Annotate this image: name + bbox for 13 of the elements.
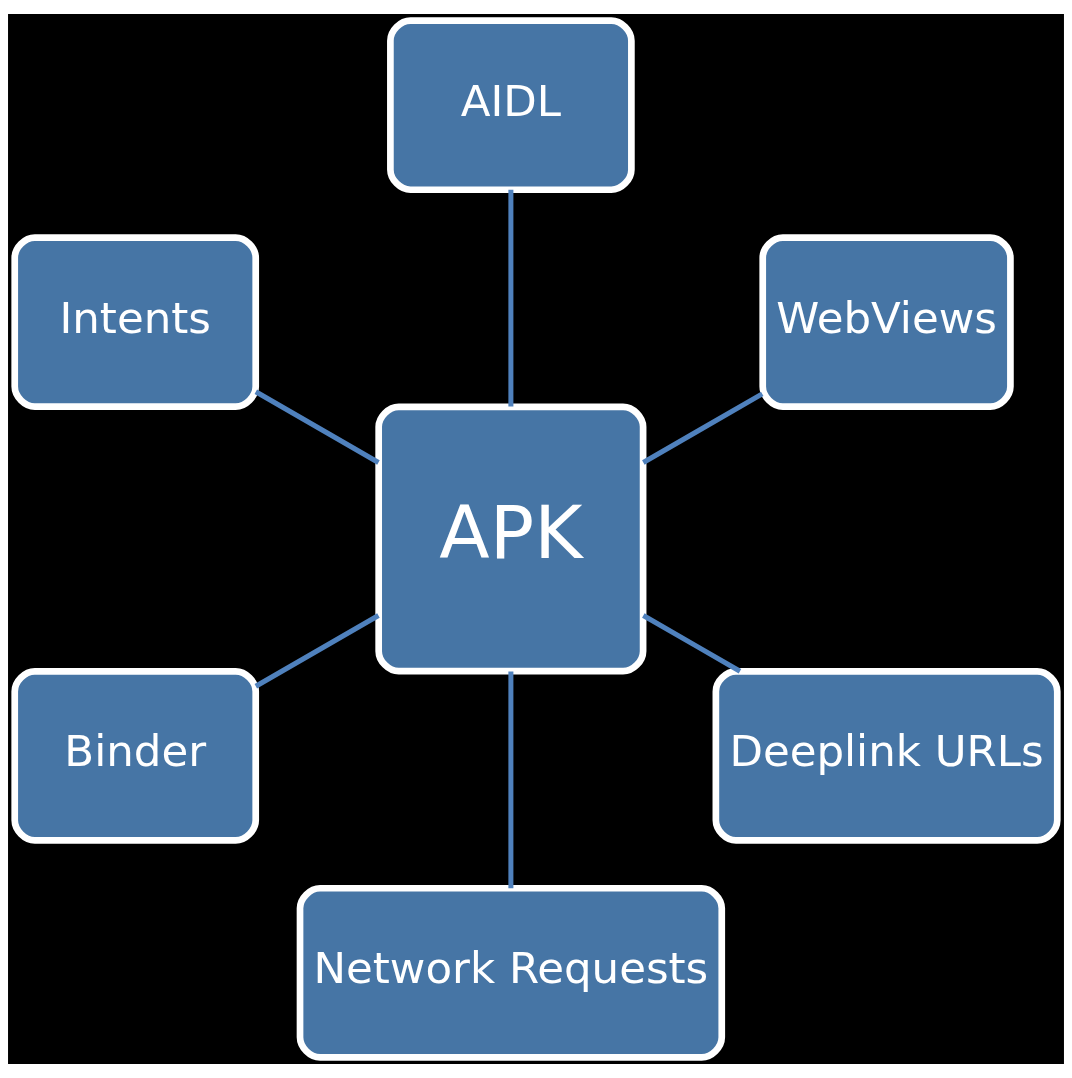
node-box: Intents xyxy=(11,234,260,410)
node-box: WebViews xyxy=(759,234,1014,410)
connector xyxy=(254,389,380,465)
node-box: Network Requests xyxy=(296,884,726,1061)
node-box: APK xyxy=(375,403,647,675)
connector xyxy=(508,671,514,889)
connector xyxy=(642,613,742,674)
connector xyxy=(254,613,380,689)
connector xyxy=(642,391,764,465)
connector xyxy=(508,189,514,407)
node-box: Binder xyxy=(11,668,260,844)
node-box: Deeplink URLs xyxy=(712,668,1061,844)
node-box: AIDL xyxy=(387,17,635,194)
